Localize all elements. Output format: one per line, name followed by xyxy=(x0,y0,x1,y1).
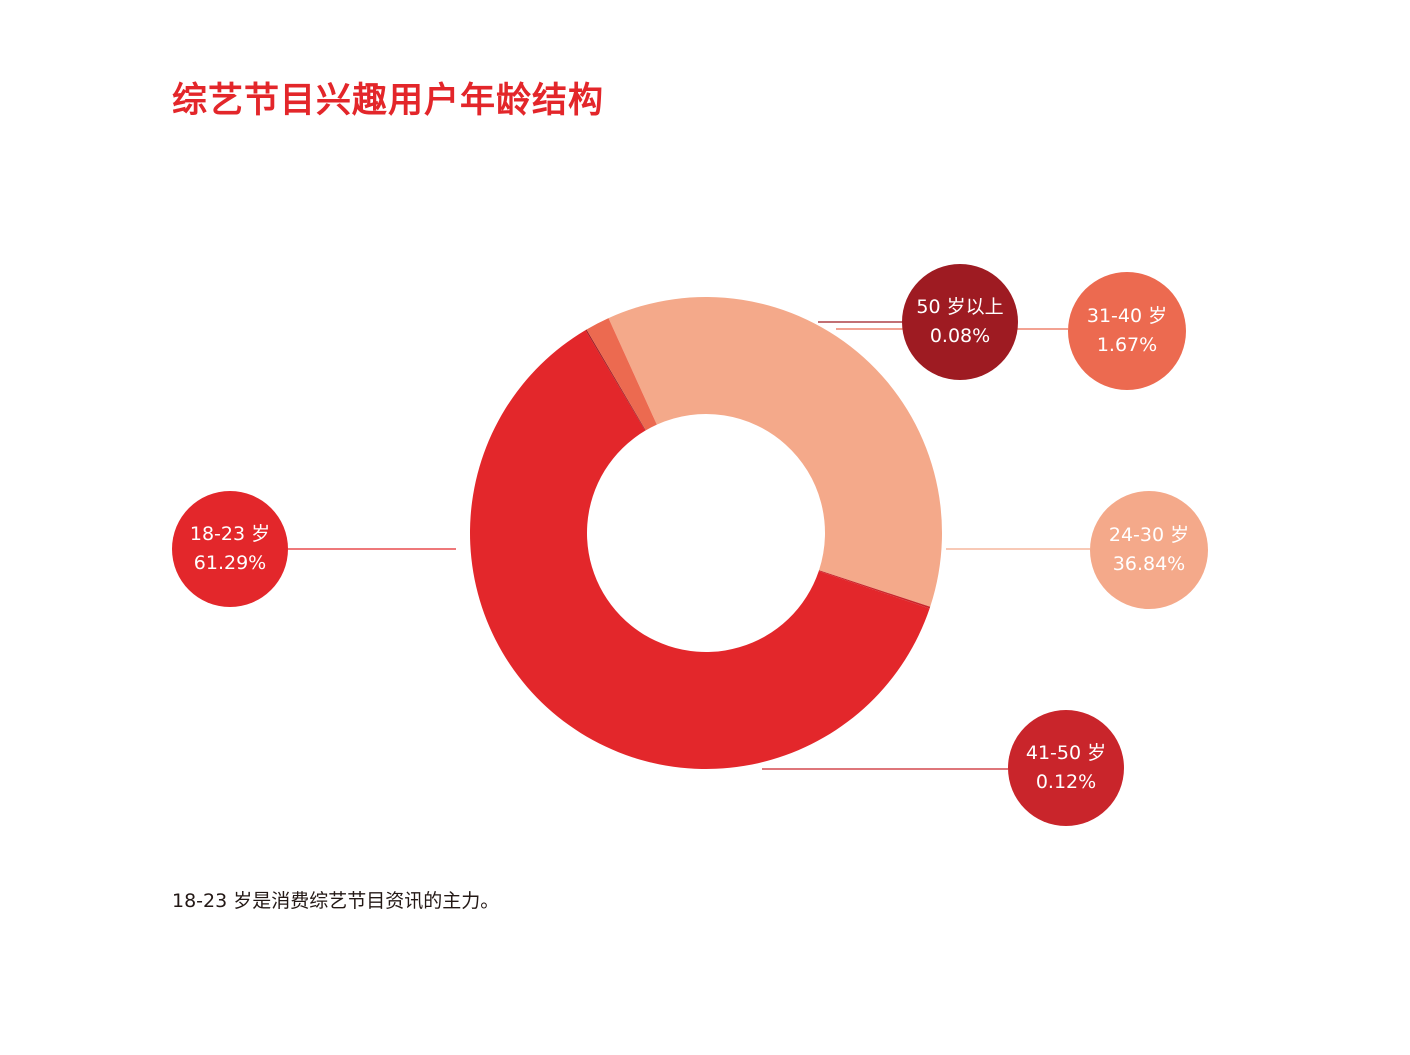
slice-value: 1.67% xyxy=(1096,334,1158,356)
slice-name: 31-40 岁 xyxy=(1086,305,1168,327)
chart-caption: 18-23 岁是消费综艺节目资讯的主力。 xyxy=(172,890,500,912)
slice-label-31-40: 31-40 岁 1.67% xyxy=(1068,272,1186,390)
slice-name: 24-30 岁 xyxy=(1108,524,1190,546)
donut-slice-24-30 xyxy=(608,296,942,607)
donut-slice-18-23 xyxy=(470,330,930,769)
slice-label-41-50: 41-50 岁 0.12% xyxy=(1008,710,1124,826)
slice-label-18-23: 18-23 岁 61.29% xyxy=(172,491,288,607)
slice-label-24-30: 24-30 岁 36.84% xyxy=(1090,491,1208,609)
slice-label-50-plus: 50 岁以上 0.08% xyxy=(902,264,1018,380)
donut-slice-41-50 xyxy=(818,570,931,609)
slice-value: 0.08% xyxy=(929,325,991,347)
donut-slice-31-40 xyxy=(586,318,657,431)
slice-name: 41-50 岁 xyxy=(1025,742,1107,764)
chart-title: 综艺节目兴趣用户年龄结构 xyxy=(172,81,605,121)
slice-value: 61.29% xyxy=(193,552,267,574)
slice-value: 36.84% xyxy=(1112,553,1186,575)
slice-name: 50 岁以上 xyxy=(916,296,1004,318)
slice-value: 0.12% xyxy=(1035,771,1097,793)
slice-name: 18-23 岁 xyxy=(189,523,271,545)
donut-slice-50-plus xyxy=(585,329,646,431)
